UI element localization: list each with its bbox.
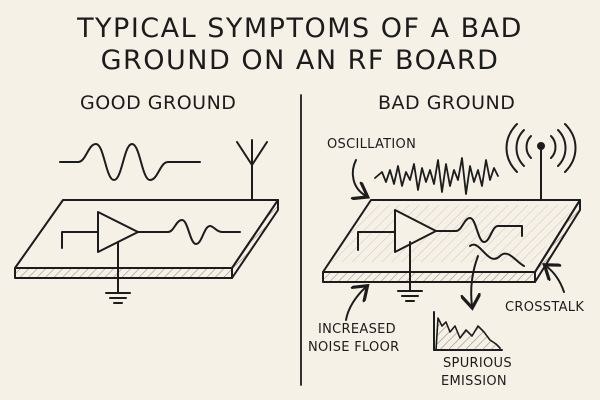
oscillation-label: OSCILLATION: [327, 137, 417, 152]
oscillation-wave: [374, 157, 499, 195]
spurious-label-line-2: EMISSION: [441, 374, 507, 389]
good-ground-symbol-icon: [105, 241, 131, 304]
good-ground-heading: GOOD GROUND: [80, 92, 237, 114]
oscillation-arrow: [353, 159, 366, 196]
good-output-trace: [137, 219, 241, 245]
bad-output-trace: [435, 217, 523, 243]
bad-pcb-board: [322, 199, 581, 283]
spurious-arrow: [471, 255, 478, 306]
clean-signal-wave: [59, 143, 201, 181]
crosstalk-arrow: [546, 266, 565, 293]
bad-antenna-radiating-icon: [505, 123, 577, 216]
good-ground-panel: [14, 139, 279, 304]
spurious-label-line-1: SPURIOUS: [443, 356, 512, 371]
bad-ground-panel: [322, 123, 581, 351]
noise-floor-label-line-1: INCREASED: [318, 322, 396, 337]
noise-floor-arrow: [345, 287, 366, 321]
bad-ground-heading: BAD GROUND: [378, 92, 516, 114]
noise-floor-label-line-2: NOISE FLOOR: [308, 340, 400, 355]
good-input-trace: [61, 231, 99, 249]
bad-ground-symbol-icon: [397, 241, 423, 302]
title-line-2: GROUND ON AN RF BOARD: [100, 45, 500, 76]
bad-input-trace: [357, 231, 396, 251]
crosstalk-coupling-wave: [469, 243, 525, 267]
spurious-emission-spectrum: [433, 311, 503, 351]
title-line-1: TYPICAL SYMPTOMS OF A BAD: [77, 13, 523, 44]
bad-amplifier-icon: [394, 209, 437, 253]
crosstalk-label: CROSSTALK: [505, 300, 585, 315]
good-pcb-board: [14, 199, 279, 279]
